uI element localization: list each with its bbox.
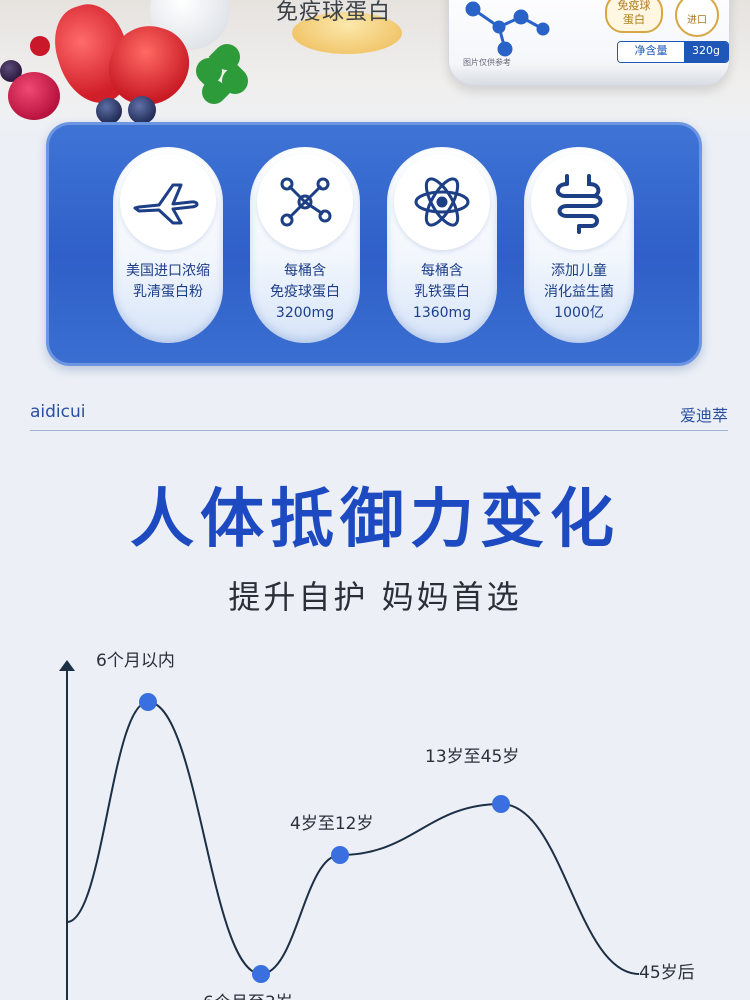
atom-icon [394,154,490,250]
feature-panel: 美国进口浓缩 乳清蛋白粉 每桶含 免疫球蛋白 [46,122,702,366]
disclaimer-text: 图片仅供参考 [463,58,511,67]
feature-text: 消化益生菌 [544,284,614,300]
feature-card-import: 美国进口浓缩 乳清蛋白粉 [113,147,223,343]
cherry-image [30,36,50,56]
divider [30,430,728,431]
blueberry-image [128,96,156,124]
feature-text: 1360mg [412,305,472,321]
raspberry-image [8,72,60,120]
capsule-image [292,12,402,54]
data-label: 6个月至3岁 [203,993,293,1000]
product-can: 免疫球 蛋白 进口 图片仅供参考 净含量 320g [448,0,730,86]
brand-latin: aidicui [30,402,86,422]
data-point [331,846,349,864]
immunity-chart: 6个月以内 6个月至3岁 4岁至12岁 13岁至45岁 45岁后 [59,651,695,1000]
airplane-icon [120,154,216,250]
data-point [139,693,157,711]
feature-text: 每桶含 [284,263,326,279]
data-label: 13岁至45岁 [425,747,519,767]
data-point [252,965,270,983]
brand-chinese: 爱迪萃 [679,406,728,425]
data-point [492,795,510,813]
feature-card-immunoglobulin: 每桶含 免疫球蛋白 3200mg [250,147,360,343]
feature-text: 免疫球蛋白 [270,284,340,300]
data-label: 4岁至12岁 [290,814,373,834]
molecule-icon [257,154,353,250]
page-title: 人体抵御力变化 [130,483,620,557]
series-line [66,700,640,976]
blueberry-image [96,98,122,124]
feature-text: 添加儿童 [551,263,607,279]
feature-text: 1000亿 [554,305,604,321]
feature-text: 乳清蛋白粉 [133,284,203,300]
feature-text: 每桶含 [421,263,463,279]
feature-text: 乳铁蛋白 [414,284,470,300]
feature-text: 美国进口浓缩 [126,263,210,279]
page-subtitle: 提升自护 妈妈首选 [228,578,522,616]
feature-text: 3200mg [275,305,335,321]
molecule-icon [465,1,550,57]
data-label: 6个月以内 [96,651,175,671]
hero-caption: 免疫球蛋白 [276,0,392,25]
intestine-icon [531,154,627,250]
feature-card-lactoferrin: 每桶含 乳铁蛋白 1360mg [387,147,497,343]
data-label: 45岁后 [639,963,695,983]
y-axis-arrow [59,660,75,671]
feature-card-probiotic: 添加儿童 消化益生菌 1000亿 [524,147,634,343]
hero-banner: 免疫球蛋白 免疫球 蛋白 进口 图片仅供参考 净含量 320g [0,0,750,140]
net-content-label: 净含量 320g [617,41,729,63]
product-badge: 免疫球 蛋白 [605,0,663,33]
import-seal: 进口 [675,0,719,37]
